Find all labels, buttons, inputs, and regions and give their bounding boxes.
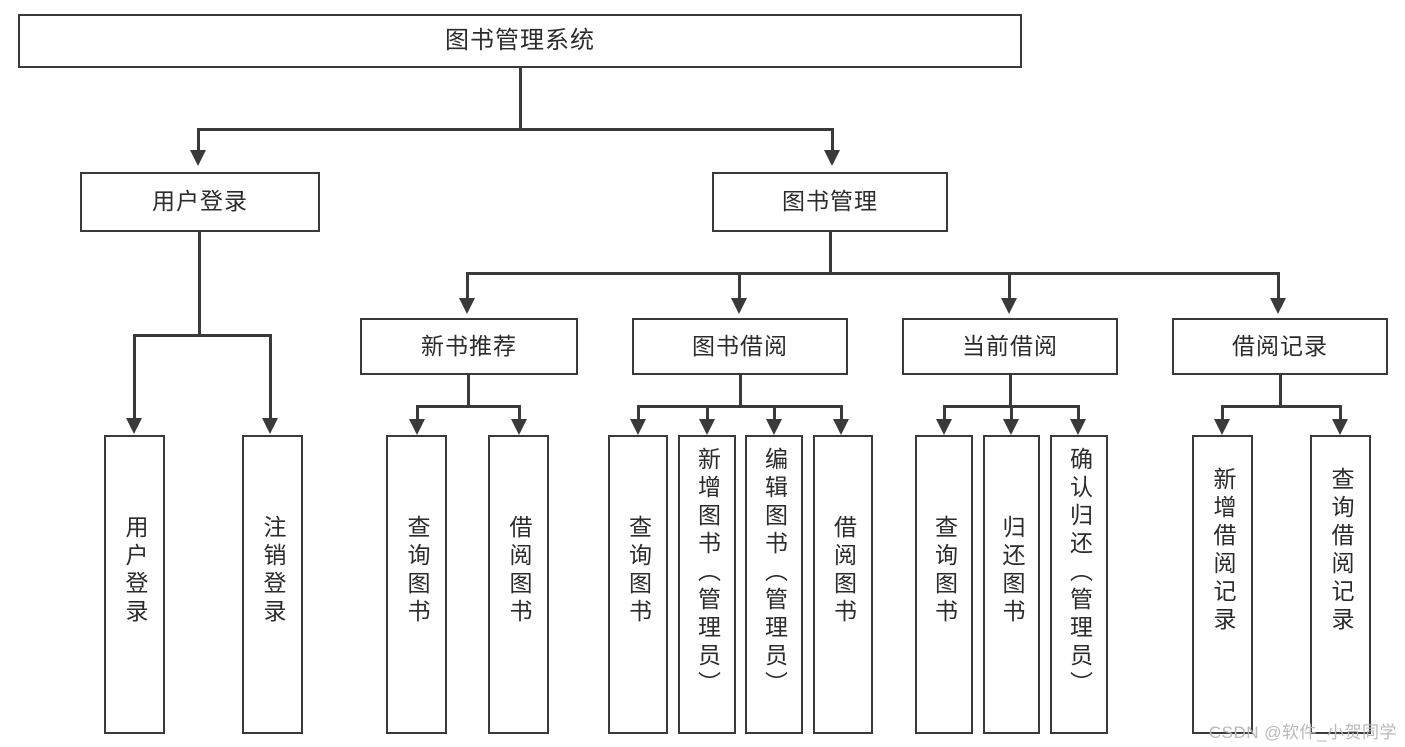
- connector-book-borrow-bar: [637, 405, 843, 408]
- arrowhead-new-book-recommend: [459, 298, 475, 314]
- node-label: 图书管理系统: [445, 26, 595, 54]
- arrowhead-br-add-record: [1214, 419, 1230, 435]
- node-borrow-record[interactable]: 借阅记录: [1172, 318, 1388, 375]
- connector-bb-drop-4: [840, 405, 843, 419]
- connector-new-book-bar: [416, 405, 521, 408]
- leaf-bb-add-book[interactable]: 新增图书（管理员）: [678, 435, 736, 734]
- node-label: 确认归还（管理员）: [1066, 447, 1093, 699]
- node-label: 借阅图书: [830, 515, 857, 627]
- leaf-cb-confirm-return[interactable]: 确认归还（管理员）: [1050, 435, 1108, 734]
- node-label: 查询借阅记录: [1328, 467, 1354, 635]
- connector-root-stem: [519, 68, 522, 128]
- connector-user-login-bar: [133, 334, 271, 337]
- arrowhead-user-login: [190, 150, 206, 166]
- node-book-borrow[interactable]: 图书借阅: [632, 318, 848, 375]
- connector-cb-drop-1: [943, 405, 946, 419]
- node-label: 查询图书: [931, 515, 958, 627]
- connector-book-manage-bar: [466, 272, 1279, 275]
- arrowhead-cb-query-book: [936, 419, 952, 435]
- connector-bb-drop-1: [637, 405, 640, 419]
- connector-book-manage-drop-1: [466, 272, 469, 298]
- connector-current-borrow-stem: [1009, 375, 1012, 407]
- leaf-bb-edit-book[interactable]: 编辑图书（管理员）: [745, 435, 803, 734]
- connector-root-to-user-login: [197, 128, 200, 150]
- connector-user-login-drop-1: [133, 334, 136, 418]
- arrowhead-leaf-logout: [262, 418, 278, 434]
- leaf-bb-borrow-book[interactable]: 借阅图书: [813, 435, 873, 734]
- node-root-book-management-system[interactable]: 图书管理系统: [18, 14, 1022, 68]
- arrowhead-nb-borrow-book: [511, 419, 527, 435]
- node-label: 编辑图书（管理员）: [761, 447, 788, 699]
- arrowhead-leaf-user-login: [126, 418, 142, 434]
- arrowhead-cb-return-book: [1003, 419, 1019, 435]
- node-label: 用户登录: [152, 188, 248, 215]
- arrowhead-bb-edit-book: [766, 419, 782, 435]
- arrowhead-bb-add-book: [699, 419, 715, 435]
- connector-new-book-stem: [467, 375, 470, 407]
- node-label: 图书借阅: [692, 332, 788, 359]
- connector-user-login-drop-2: [269, 334, 272, 418]
- arrowhead-book-manage: [824, 150, 840, 166]
- connector-book-manage-drop-4: [1277, 272, 1280, 298]
- node-book-management[interactable]: 图书管理: [712, 172, 948, 232]
- connector-bb-drop-3: [773, 405, 776, 419]
- node-label: 查询图书: [625, 515, 652, 627]
- node-label: 新增图书（管理员）: [694, 447, 721, 699]
- leaf-logout[interactable]: 注销登录: [242, 435, 303, 734]
- node-label: 新增借阅记录: [1210, 467, 1236, 635]
- leaf-nb-query-book[interactable]: 查询图书: [386, 435, 447, 734]
- connector-br-drop-2: [1339, 405, 1342, 419]
- arrowhead-book-borrow: [731, 298, 747, 314]
- connector-root-to-book-manage: [831, 128, 834, 150]
- leaf-br-add-record[interactable]: 新增借阅记录: [1192, 435, 1253, 734]
- node-label: 归还图书: [999, 515, 1025, 627]
- node-label: 查询图书: [404, 515, 430, 627]
- leaf-nb-borrow-book[interactable]: 借阅图书: [488, 435, 549, 734]
- connector-br-drop-1: [1221, 405, 1224, 419]
- node-label: 借阅图书: [506, 515, 532, 627]
- connector-cb-drop-2: [1010, 405, 1013, 419]
- connector-borrow-record-stem: [1279, 375, 1282, 407]
- arrowhead-bb-borrow-book: [833, 419, 849, 435]
- connector-root-bar: [197, 128, 834, 131]
- node-label: 新书推荐: [421, 332, 517, 359]
- leaf-cb-return-book[interactable]: 归还图书: [983, 435, 1040, 734]
- connector-user-login-stem: [198, 232, 201, 336]
- connector-book-manage-drop-3: [1008, 272, 1011, 298]
- arrowhead-bb-query-book: [630, 419, 646, 435]
- node-new-book-recommend[interactable]: 新书推荐: [360, 318, 578, 375]
- arrowhead-br-query-record: [1332, 419, 1348, 435]
- arrowhead-cb-confirm-return: [1070, 419, 1086, 435]
- connector-borrow-record-bar: [1221, 405, 1341, 408]
- node-user-login[interactable]: 用户登录: [80, 172, 320, 232]
- node-label: 借阅记录: [1232, 332, 1328, 359]
- node-label: 图书管理: [782, 188, 878, 215]
- node-label: 用户登录: [122, 515, 148, 627]
- connector-new-book-drop-2: [518, 405, 521, 419]
- connector-cb-drop-3: [1077, 405, 1080, 419]
- leaf-br-query-record[interactable]: 查询借阅记录: [1310, 435, 1371, 734]
- leaf-cb-query-book[interactable]: 查询图书: [915, 435, 973, 734]
- leaf-user-login[interactable]: 用户登录: [104, 435, 165, 734]
- node-label: 注销登录: [260, 515, 286, 627]
- connector-book-borrow-stem: [739, 375, 742, 407]
- arrowhead-borrow-record: [1270, 298, 1286, 314]
- leaf-bb-query-book[interactable]: 查询图书: [608, 435, 668, 734]
- connector-book-manage-stem: [829, 232, 832, 274]
- node-label: 当前借阅: [962, 332, 1058, 359]
- arrowhead-nb-query-book: [409, 419, 425, 435]
- node-current-borrow[interactable]: 当前借阅: [902, 318, 1118, 375]
- arrowhead-current-borrow: [1001, 298, 1017, 314]
- connector-book-manage-drop-2: [738, 272, 741, 298]
- connector-new-book-drop-1: [416, 405, 419, 419]
- connector-bb-drop-2: [706, 405, 709, 419]
